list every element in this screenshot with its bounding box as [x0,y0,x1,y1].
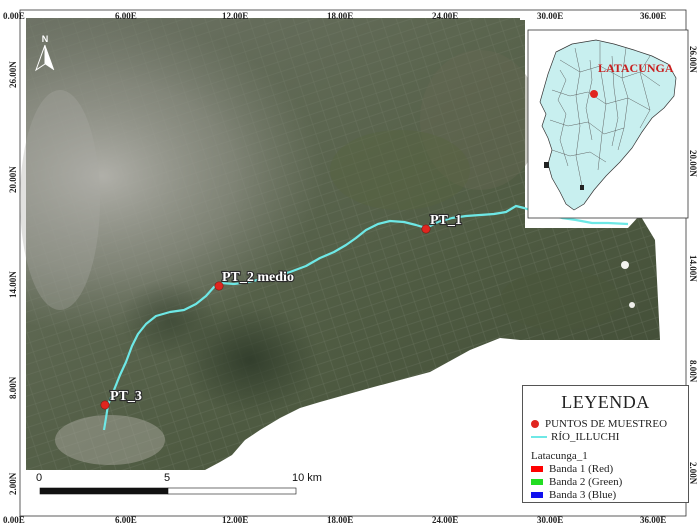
x-tick-bottom-4: 18.00E [327,515,353,525]
ecuador-outline [539,39,677,211]
satellite-raster [20,18,660,470]
band-green-swatch [531,479,543,485]
y-tick-right-4: 8.00N [688,360,698,383]
legend-band-2: Banda 2 (Green) [531,476,622,488]
legend-band-3-label: Banda 3 (Blue) [549,489,617,501]
point-dot-icon [531,420,539,428]
x-tick-top-1: 0.00E [3,11,25,21]
y-tick-left-3: 14.00N [8,271,18,298]
y-tick-right-5: 2.00N [688,462,698,485]
x-tick-top-2: 6.00E [115,11,137,21]
x-tick-bottom-7: 36.00E [640,515,666,525]
x-tick-bottom-5: 24.00E [432,515,458,525]
x-tick-bottom-1: 0.00E [3,515,25,525]
scale-label-10: 10 km [292,472,322,484]
x-tick-bottom-2: 6.00E [115,515,137,525]
y-tick-right-1: 26.00N [688,46,698,73]
x-tick-top-5: 24.00E [432,11,458,21]
x-tick-bottom-6: 30.00E [537,515,563,525]
band-blue-swatch [531,492,543,498]
north-arrow-icon: N [35,34,55,72]
scale-label-5: 5 [164,472,171,484]
legend-band-2-label: Banda 2 (Green) [549,476,623,488]
legend-band-1-label: Banda 1 (Red) [549,463,614,475]
legend-item-points-label: PUNTOS DE MUESTREO [545,418,668,430]
y-tick-left-4: 8.00N [8,376,18,399]
y-axis-right: 26.00N 20.00N 14.00N 8.00N 2.00N [688,46,698,485]
north-arrow-label: N [42,34,49,44]
scale-bar [39,487,297,495]
sampling-points: PT_1 PT_2 medio PT_3 [100,212,463,410]
legend-item-points: PUNTOS DE MUESTREO [531,418,667,430]
point-pt3-label: PT_3 [110,389,142,404]
point-pt3-marker[interactable] [100,400,110,410]
x-tick-top-3: 12.00E [222,11,248,21]
y-axis-left: 26.00N 20.00N 14.00N 8.00N 2.00N [8,61,18,495]
inset-latacunga-marker [590,90,598,98]
inset-latacunga-label: LATACUNGA [598,61,674,75]
y-tick-left-2: 20.00N [8,166,18,193]
legend-box: LEYENDA PUNTOS DE MUESTREO RÍO_ILLUCHI L… [522,385,689,503]
band-red-swatch [531,466,543,472]
y-tick-left-1: 26.00N [8,61,18,88]
x-axis-top: 0.00E 6.00E 12.00E 18.00E 24.00E 30.00E … [3,11,666,21]
legend-item-river-label: RÍO_ILLUCHI [551,431,620,443]
legend-title: LEYENDA [561,392,650,412]
point-pt2-marker[interactable] [214,281,224,291]
y-tick-right-2: 20.00N [688,150,698,177]
x-axis-bottom: 0.00E 6.00E 12.00E 18.00E 24.00E 30.00E … [3,515,666,525]
legend-raster-title-label: Latacunga_1 [531,450,588,462]
river-line-icon [531,436,547,438]
point-pt1-label: PT_1 [430,213,462,228]
x-tick-bottom-3: 12.00E [222,515,248,525]
legend-band-1: Banda 1 (Red) [531,463,613,475]
point-pt1-marker[interactable] [421,224,431,234]
x-tick-top-4: 18.00E [327,11,353,21]
legend-raster-title: Latacunga_1 [531,450,588,462]
river-illuchi [102,204,629,431]
x-tick-top-6: 30.00E [537,11,563,21]
x-tick-top-7: 36.00E [640,11,666,21]
scale-label-0: 0 [36,472,43,484]
legend-band-3: Banda 3 (Blue) [531,489,616,501]
legend-item-river: RÍO_ILLUCHI [531,431,619,443]
point-pt2-label: PT_2 medio [222,270,294,285]
y-tick-left-5: 2.00N [8,472,18,495]
y-tick-right-3: 14.00N [688,255,698,282]
inset-map: LATACUNGA [527,29,689,219]
